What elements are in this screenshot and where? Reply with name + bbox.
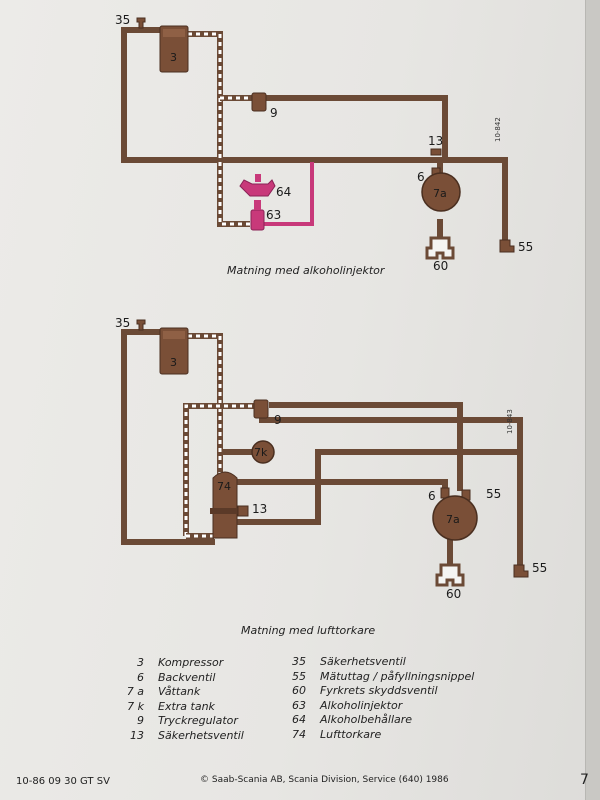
- safety-valve-35: [136, 319, 146, 331]
- label-7k: 7k: [254, 446, 268, 459]
- compressor: [159, 25, 189, 73]
- label-64: 64: [276, 185, 291, 199]
- label-13: 13: [428, 134, 443, 148]
- footer-doc-code: 10-86 09 30 GT SV: [16, 776, 110, 787]
- label-60: 60: [433, 259, 448, 273]
- label-63: 63: [266, 208, 281, 222]
- label-55: 55: [532, 561, 547, 575]
- label-3: 3: [170, 356, 177, 369]
- caption-diagram1: Matning med alkoholinjektor: [227, 264, 385, 277]
- pressure-regulator: [251, 92, 267, 112]
- footer-copyright: © Saab-Scania AB, Scania Division, Servi…: [200, 775, 449, 785]
- wet-tank: [421, 172, 461, 212]
- page-edge: [585, 0, 600, 800]
- label-55: 55: [486, 487, 501, 501]
- pipe: [265, 95, 448, 163]
- compressor: [159, 327, 189, 375]
- label-7a: 7a: [446, 513, 460, 526]
- label-9: 9: [274, 413, 282, 427]
- pressure-regulator: [253, 399, 269, 419]
- label-7a: 7a: [433, 187, 447, 200]
- wet-tank: [432, 495, 478, 541]
- label-6: 6: [417, 170, 425, 184]
- alcohol-container: [239, 179, 276, 197]
- safety-valve-35: [136, 17, 146, 29]
- label-6: 6: [428, 489, 436, 503]
- protection-valve-60: [425, 236, 455, 260]
- safety-valve-13: [237, 505, 249, 517]
- figure-ref: 10-842: [494, 117, 502, 142]
- label-60: 60: [446, 587, 461, 601]
- pipe: [437, 157, 508, 243]
- air-dryer: [212, 471, 238, 539]
- test-nipple-55: [499, 239, 515, 253]
- extra-tank: [251, 440, 275, 464]
- safety-valve-13: [430, 148, 442, 156]
- label-13: 13: [252, 502, 267, 516]
- protection-valve-60: [435, 563, 465, 587]
- label-3: 3: [170, 51, 177, 64]
- label-55: 55: [518, 240, 533, 254]
- alcohol-injector: [250, 209, 265, 231]
- page-number: 7: [580, 772, 589, 788]
- diagram-air-dryer: 35 3 9 7k 74 13 6 55 7a 55 60 10-843: [115, 316, 547, 601]
- caption-diagram2: Matning med lufttorkare: [241, 624, 376, 637]
- dashed-pipe-inner: [188, 32, 250, 226]
- figure-ref: 10-843: [506, 409, 514, 434]
- test-nipple-55: [513, 564, 529, 578]
- alcohol-pipe: [264, 162, 314, 226]
- label-9: 9: [270, 106, 278, 120]
- label-35: 35: [115, 316, 130, 330]
- label-35: 35: [115, 13, 130, 27]
- label-74: 74: [217, 480, 231, 493]
- diagram-alcohol-injector: 35 3 9 13 6 7a 64 63 60 55 10-842: [115, 13, 533, 273]
